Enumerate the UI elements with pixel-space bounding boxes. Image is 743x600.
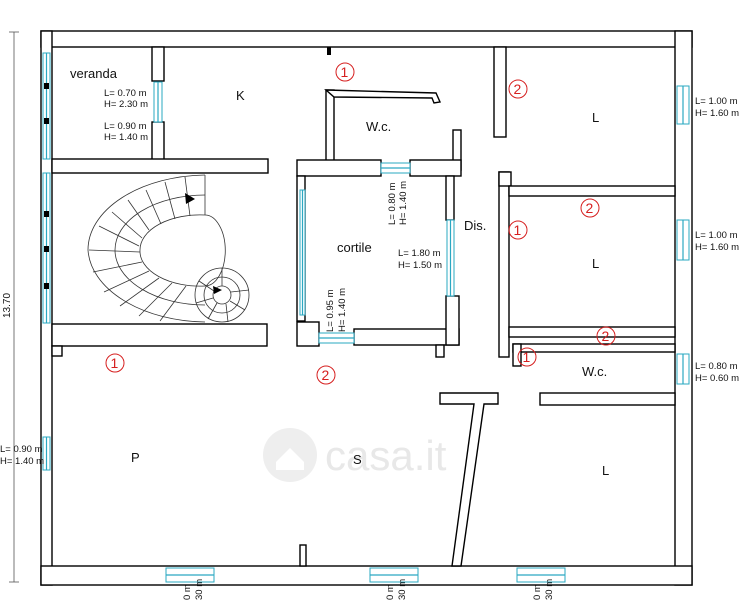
windows [42,47,690,583]
overall-dimension-label: 13.70 [2,293,13,318]
wc-right-window-height: H= 0.60 m [695,373,739,384]
veranda-window2-height: H= 1.40 m [104,132,148,143]
spiral-stairs [87,174,250,323]
room-labels: veranda K W.c. L cortile Dis. L W.c. P S… [70,66,609,478]
room-veranda: veranda [70,66,118,81]
bottom-window3-width: 0 m [532,584,543,600]
bottom-window1-height: 30 m [194,579,205,600]
marker-k: 1 [335,62,355,82]
veranda-window1-width: L= 0.70 m [104,88,147,99]
room-bedroom-bottom: L [602,463,609,478]
room-wc-right: W.c. [582,364,607,379]
svg-text:1: 1 [341,64,349,80]
room-s: S [353,452,362,467]
marker-l-mid-b: 2 [596,326,616,346]
room-kitchen: K [236,88,245,103]
svg-text:2: 2 [602,328,610,344]
veranda-window1-height: H= 2.30 m [104,99,148,110]
marker-p: 1 [105,353,125,373]
bottom-window1-width: 0 m [182,584,193,600]
l-mid-window-width: L= 1.00 m [695,230,738,241]
svg-text:2: 2 [514,81,522,97]
watermark: casa.it [263,428,447,482]
bottom-window2-height: 30 m [397,579,408,600]
p-left-window-height: H= 1.40 m [0,456,44,467]
cortile-right-window-width: L= 1.80 m [398,248,441,259]
l-top-window-width: L= 1.00 m [695,96,738,107]
room-courtyard: cortile [337,240,372,255]
room-bedroom-mid: L [592,256,599,271]
l-mid-window-height: H= 1.60 m [695,242,739,253]
l-top-window-height: H= 1.60 m [695,108,739,119]
svg-text:1: 1 [523,349,531,365]
cortile-right-window-height: H= 1.50 m [398,260,442,271]
cortile-bottom-window-width: L= 0.95 m [325,289,336,332]
bottom-window3-height: 30 m [544,579,555,600]
room-bedroom-top: L [592,110,599,125]
overall-dimension-line: 13.70 [2,31,19,583]
marker-cortile: 2 [316,365,336,385]
bottom-window2-width: 0 m [385,584,396,600]
room-wc-top: W.c. [366,119,391,134]
p-left-window-width: L= 0.90 m [0,444,43,455]
cortile-top-window-height: H= 1.40 m [398,181,409,225]
room-p: P [131,450,140,465]
marker-wc: 1 [517,347,537,367]
marker-l-mid-a: 2 [580,198,600,218]
opening-dimensions: L= 0.70 m H= 2.30 m L= 0.90 m H= 1.40 m … [0,88,739,600]
watermark-text: casa.it [325,432,447,479]
cortile-top-window-width: L= 0.80 m [387,182,398,225]
svg-text:1: 1 [514,222,522,238]
svg-text:2: 2 [586,200,594,216]
room-dis: Dis. [464,218,486,233]
svg-text:2: 2 [322,367,330,383]
photo-markers: 1 2 2 1 2 1 2 1 [105,62,616,385]
veranda-window2-width: L= 0.90 m [104,121,147,132]
wc-right-window-width: L= 0.80 m [695,361,738,372]
cortile-bottom-window-height: H= 1.40 m [337,288,348,332]
marker-l-top: 2 [508,79,528,99]
marker-dis: 1 [508,220,528,240]
svg-text:1: 1 [111,355,119,371]
